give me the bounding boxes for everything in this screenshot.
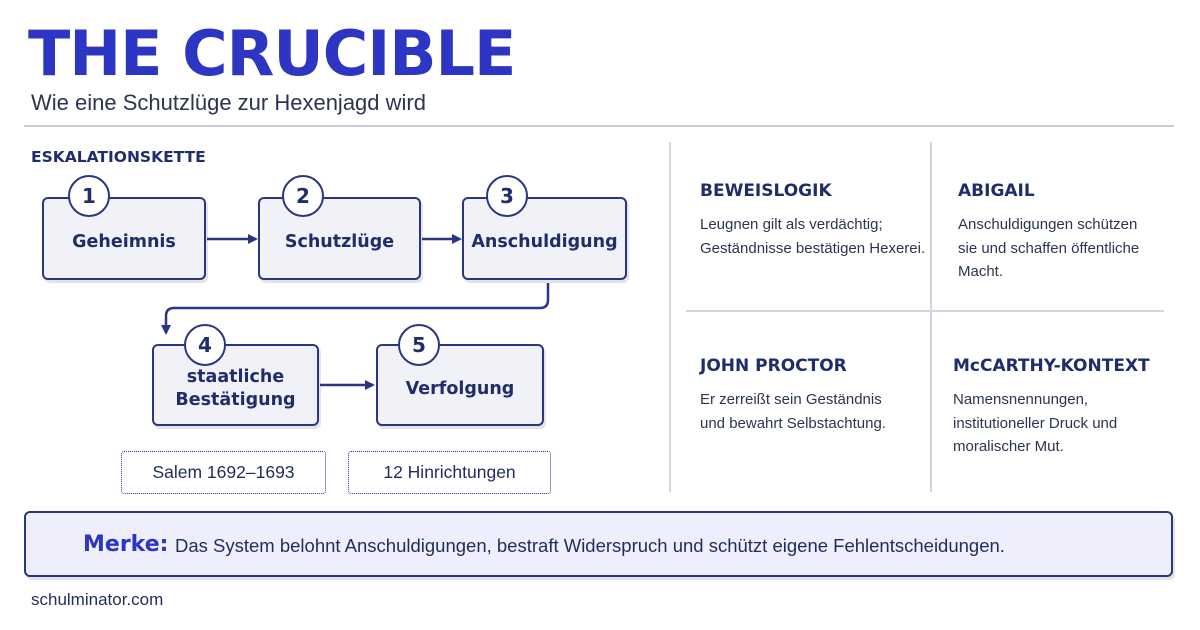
- flow-step-1-label: Geheimnis: [72, 232, 176, 252]
- panel-proctor-title: JOHN PROCTOR: [700, 356, 847, 376]
- flow-step-2: Schutzlüge: [258, 197, 421, 280]
- flow-step-3-label: Anschuldigung: [471, 232, 618, 252]
- flow-step-3-number: 3: [486, 175, 528, 217]
- flow-step-4-label: staatliche Bestätigung: [175, 367, 296, 410]
- panel-beweislogik-title: BEWEISLOGIK: [700, 181, 832, 201]
- note-salem-dates: Salem 1692–1693: [121, 451, 326, 494]
- flow-step-4: staatliche Bestätigung: [152, 344, 319, 426]
- panel-abigail-title: ABIGAIL: [958, 181, 1035, 201]
- flow-step-2-number: 2: [282, 175, 324, 217]
- footer-site-link[interactable]: schulminator.com: [31, 590, 164, 609]
- column-divider: [669, 142, 671, 492]
- panel-proctor-text: Er zerreißt sein Geständnis und bewahrt …: [700, 391, 886, 432]
- note-executions: 12 Hinrichtungen: [348, 451, 551, 494]
- merke-label: Merke:: [83, 532, 169, 557]
- panel-divider-horizontal: [686, 310, 1164, 312]
- flow-step-5-number: 5: [398, 324, 440, 366]
- flow-step-1: Geheimnis: [42, 197, 206, 280]
- panel-divider-vertical: [930, 142, 932, 492]
- page-subtitle: Wie eine Schutzlüge zur Hexenjagd wird: [31, 90, 426, 115]
- flow-step-2-label: Schutzlüge: [284, 232, 395, 252]
- flow-section-label: ESKALATIONSKETTE: [31, 148, 206, 166]
- merke-text: Das System belohnt Anschuldigungen, best…: [175, 535, 1005, 556]
- flow-step-3: Anschuldigung: [462, 197, 627, 280]
- merke-callout: Merke: Das System belohnt Anschuldigunge…: [24, 511, 1173, 577]
- flow-step-1-number: 1: [68, 175, 110, 217]
- flow-step-4-number: 4: [184, 324, 226, 366]
- panel-mccarthy-text: Namensnennungen, institutioneller Druck …: [953, 391, 1118, 455]
- flow-step-5-label: Verfolgung: [405, 378, 515, 399]
- panel-mccarthy-title: McCARTHY-KONTEXT: [953, 356, 1150, 376]
- flow-arrows: [161, 234, 550, 390]
- panel-beweislogik-text: Leugnen gilt als verdächtig; Geständniss…: [700, 216, 926, 257]
- page-title: THE CRUCIBLE: [28, 17, 516, 90]
- header-divider: [24, 125, 1174, 127]
- panel-abigail-text: Anschuldigungen schützen sie und schaffe…: [958, 216, 1140, 280]
- arrow-3-to-4: [161, 283, 550, 335]
